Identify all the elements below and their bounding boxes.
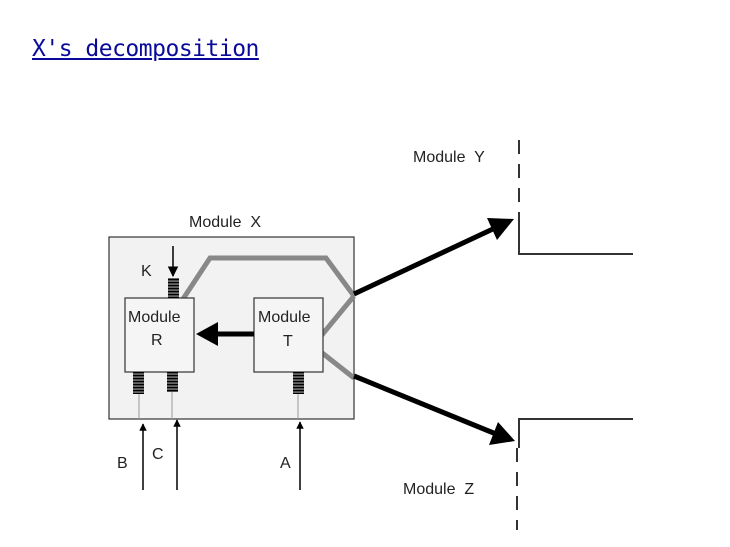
connector-t-to-z <box>319 350 356 380</box>
input-a-label: A <box>280 455 291 472</box>
module-z-label: Module Z <box>403 481 474 498</box>
module-z-box-edge <box>518 418 633 448</box>
module-y-label: Module Y <box>413 149 485 166</box>
module-x-label: Module X <box>189 214 261 231</box>
module-t-line2: T <box>283 333 293 350</box>
module-y-box-edge <box>518 212 633 255</box>
port-a <box>293 372 304 394</box>
arrow-x-to-z <box>353 373 497 437</box>
port-b <box>133 372 144 394</box>
module-r-box <box>124 297 195 373</box>
connector-r-to-top <box>180 255 357 301</box>
arrow-x-to-y-head <box>487 218 514 240</box>
module-r-line1: Module <box>128 309 181 326</box>
module-t-box <box>253 297 324 373</box>
slide-title: X's decomposition <box>32 36 259 62</box>
module-r-line2: R <box>151 332 163 349</box>
module-t-line1: Module <box>258 309 311 326</box>
connector-t-to-y <box>319 294 356 338</box>
port-c <box>167 372 178 392</box>
arrow-t-to-r-head <box>196 322 218 346</box>
input-b-label: B <box>117 455 128 472</box>
input-c-label: C <box>152 446 164 463</box>
input-k-label: K <box>141 263 152 280</box>
arrow-x-to-y <box>352 225 497 297</box>
arrow-x-to-z-head <box>489 422 515 445</box>
port-k <box>168 278 179 298</box>
